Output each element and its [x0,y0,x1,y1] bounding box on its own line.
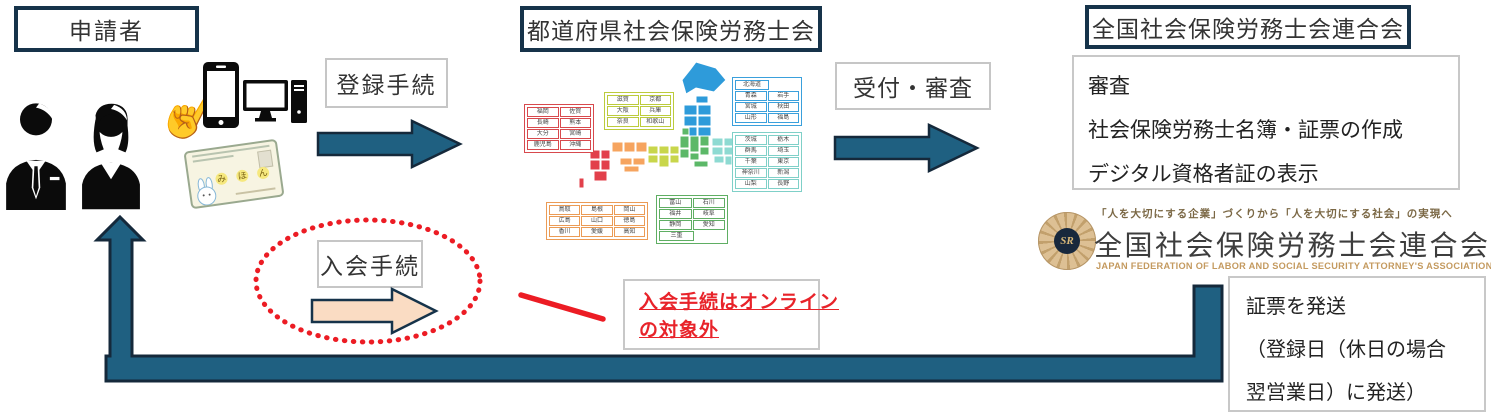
registration-label-box: 登録手続 [325,58,448,108]
map-table-cell: 高知 [613,227,645,237]
map-table-cell: 静岡 [659,220,692,230]
map-table-cell: 愛媛 [581,227,613,237]
federation-task: 審査 [1088,75,1130,98]
rabbit-mascot-icon [197,177,217,206]
map-table-cell: 三重 [659,231,694,241]
membership-label: 入会手続 [320,253,420,279]
map-table-cell: 奈良 [607,117,639,127]
map-table-cell: 神奈川 [735,168,767,178]
map-table-cell: 熊本 [559,118,591,128]
map-table-cell: 青森 [735,91,767,101]
note-line: 入会手続はオンライン [639,292,840,313]
map-table-cell: 大分 [527,129,559,139]
federation-task: 社会保険労務士名簿・証票の作成 [1088,119,1403,142]
map-table-cell: 島根 [581,205,613,215]
applicant-title: 申請者 [69,18,144,44]
federation-tasks-box: 審査 社会保険労務士名簿・証票の作成 デジタル資格者証の表示 [1072,55,1460,190]
logo-english-name: JAPAN FEDERATION OF LABOR AND SOCIAL SEC… [1096,261,1491,271]
membership-label-box: 入会手続 [317,240,423,288]
map-table-cell: 愛知 [692,220,725,230]
map-table-cell: 和歌山 [639,117,671,127]
arrow-registration [316,119,463,169]
map-table-cell: 石川 [692,198,725,208]
map-table-cell: 福島 [767,113,799,123]
note-line: の対象外 [639,320,720,341]
offline-dotted-ellipse [253,217,483,345]
map-table-cell: 山形 [735,113,767,123]
map-table-cell: 茨城 [735,135,767,145]
map-table-hokkaido-tohoku: 北海道青森岩手宮城秋田山形福島 [732,77,802,126]
map-table-cell: 沖縄 [559,140,591,150]
map-table-cell: 兵庫 [639,106,671,116]
map-table-cell: 滋賀 [607,95,639,105]
map-table-cell: 鹿児島 [527,140,559,150]
map-table-cell: 岩手 [767,91,799,101]
map-table-cell: 栃木 [767,135,799,145]
federation-title: 全国社会保険労務士会連合会 [1092,16,1404,42]
map-table-cell: 埼玉 [767,146,799,156]
map-table-cell: 宮城 [735,102,767,112]
arrow-membership [310,286,439,336]
woman-icon [82,103,140,210]
callout-line [518,292,606,322]
map-table-cell: 東京 [767,157,799,167]
card-sample-text: み ほ ん [214,166,270,186]
map-table-cell: 千葉 [735,157,767,167]
logo-name: 全国社会保険労務士会連合会 [1094,230,1491,261]
map-table-cell: 岐阜 [692,209,725,219]
prefecture-association-title: 都道府県社会保険労務士会 [527,18,815,44]
mynumber-card: み ほ ん [183,138,285,210]
map-table-cell: 長崎 [527,118,559,128]
map-table-chubu: 富山石川福井岐阜静岡愛知三重 [656,195,728,244]
japan-map [578,61,734,189]
online-exclusion-note: 入会手続はオンライン の対象外 [623,279,840,350]
shipping-box: 証票を発送 （登録日（休日の場合 翌営業日）に発送） [1228,276,1486,412]
map-table-kansai: 滋賀京都大阪兵庫奈良和歌山 [604,92,674,130]
shipping-line: 証票を発送 [1246,296,1346,318]
map-table-cell: 秋田 [767,102,799,112]
map-table-cell: 岡山 [613,205,645,215]
logo-tagline: 「人を大切にする企業」づくりから「人を大切にする社会」の実現へ [1096,209,1453,220]
map-table-cell: 鳥取 [549,205,581,215]
map-table-cell: 富山 [659,198,692,208]
shipping-line: 翌営業日）に発送） [1246,382,1426,404]
arrow-reception [833,123,980,173]
map-table-cell: 大阪 [607,106,639,116]
map-table-cell: 長野 [767,179,799,189]
map-table-cell: 山梨 [735,179,767,189]
map-table-cell: 佐賀 [559,107,591,117]
map-table-cell: 北海道 [735,80,769,90]
federation-badge-icon: SR [1038,212,1096,270]
map-table-cell: 徳島 [613,216,645,226]
badge-initials: SR [1054,228,1080,254]
map-table-cell: 香川 [549,227,581,237]
map-table-kanto: 茨城栃木群馬埼玉千葉東京神奈川新潟山梨長野 [732,132,802,192]
smartphone-icon [203,62,239,128]
map-table-kyushu: 福岡佐賀長崎熊本大分宮崎鹿児島沖縄 [524,104,594,153]
map-table-cell: 広島 [549,216,581,226]
desktop-computer-icon [243,80,307,123]
map-table-cell: 群馬 [735,146,767,156]
map-table-cell: 京都 [639,95,671,105]
map-table-cell: 宮崎 [559,129,591,139]
map-table-cell: 福岡 [527,107,559,117]
man-icon [6,103,66,210]
federation-box: 全国社会保険労務士会連合会 [1085,5,1411,49]
shipping-line: （登録日（休日の場合 [1246,339,1446,361]
federation-task: デジタル資格者証の表示 [1088,163,1319,186]
reception-label: 受付・審査 [853,75,973,101]
reception-label-box: 受付・審査 [835,62,991,110]
arrow-return-shipping [93,214,1224,383]
map-table-cell: 新潟 [767,168,799,178]
map-table-cell: 山口 [581,216,613,226]
registration-label: 登録手続 [336,72,437,98]
map-table-cell: 福井 [659,209,692,219]
card-number-line [235,187,276,195]
prefecture-association-box: 都道府県社会保険労務士会 [520,6,822,52]
map-table-chugoku-shikoku: 鳥取島根岡山広島山口徳島香川愛媛高知 [546,202,648,240]
applicant-box: 申請者 [14,6,199,52]
